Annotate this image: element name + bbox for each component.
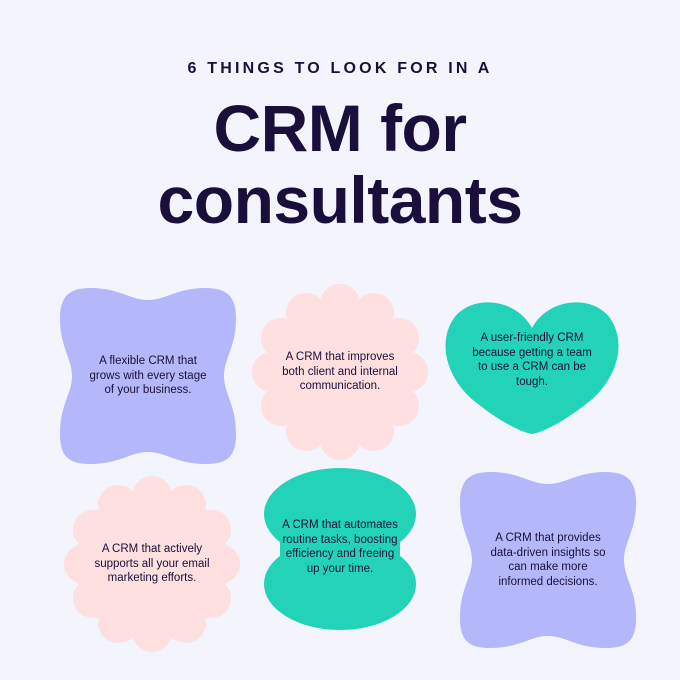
flower-shape — [252, 284, 428, 460]
feature-card-insights: A CRM that provides data-driven insights… — [458, 470, 638, 650]
feature-card-flexible: A flexible CRM that grows with every sta… — [58, 286, 238, 466]
title-line-2: consultants — [157, 163, 523, 237]
heart-shape — [445, 302, 619, 434]
card-text: A flexible CRM that grows with every sta… — [89, 355, 207, 397]
page-title: CRM for consultants — [0, 92, 680, 236]
card-text: A CRM that improves both client and inte… — [282, 351, 398, 393]
rounded-cross-shape — [460, 472, 636, 648]
flower-shape — [64, 476, 240, 652]
rounded-cross-shape — [60, 288, 236, 464]
feature-card-automation: A CRM that automates routine tasks, boos… — [250, 466, 430, 646]
eyebrow-heading: 6 THINGS TO LOOK FOR IN A — [187, 60, 493, 77]
feature-card-communication: A CRM that improves both client and inte… — [250, 282, 430, 462]
card-text: A user-friendly CRM because getting a te… — [472, 332, 592, 388]
card-text: A CRM that actively supports all your em… — [94, 543, 210, 585]
feature-card-user-friendly: A user-friendly CRM because getting a te… — [442, 292, 622, 472]
title-line-1: CRM for — [213, 91, 467, 165]
card-text: A CRM that automates routine tasks, boos… — [282, 519, 398, 575]
card-text: A CRM that provides data-driven insights… — [490, 532, 606, 588]
double-oval-shape — [264, 468, 416, 630]
feature-card-email: A CRM that actively supports all your em… — [62, 474, 242, 654]
